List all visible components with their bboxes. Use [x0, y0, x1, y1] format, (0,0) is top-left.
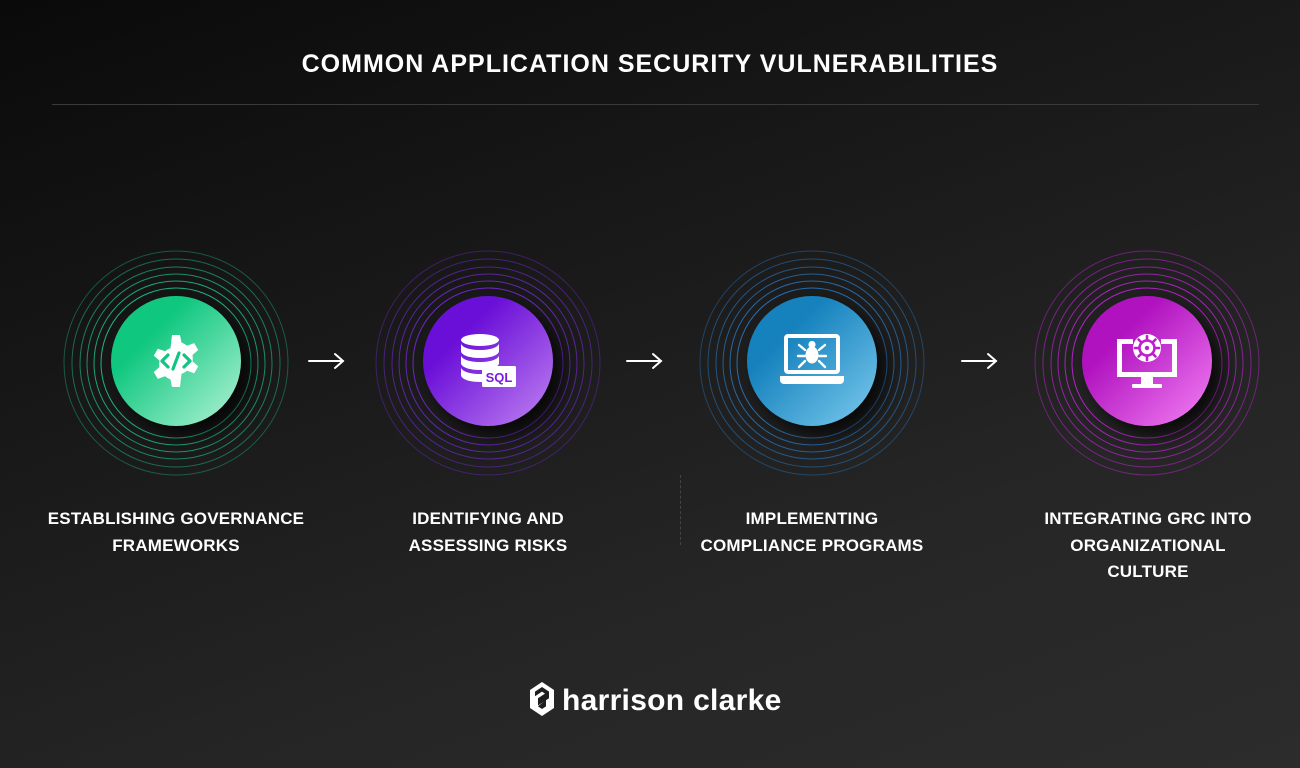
step-compliance — [699, 250, 925, 476]
laptop-bug-icon — [778, 333, 846, 389]
step-governance — [63, 250, 289, 476]
harrison-clarke-logo-icon — [530, 681, 554, 721]
rings-decoration — [699, 250, 925, 476]
rings-decoration — [1034, 250, 1260, 476]
logo-wordmark: harrison clarke — [562, 684, 782, 717]
arrow-right-icon — [961, 353, 998, 369]
rings-decoration — [63, 250, 289, 476]
step-core — [747, 296, 877, 426]
step-label-culture: INTEGRATING GRC INTO ORGANIZATIONAL CULT… — [1044, 509, 1252, 581]
rings-decoration — [375, 250, 601, 476]
monitor-gear-icon — [1114, 331, 1180, 391]
step-core: SQL — [423, 296, 553, 426]
step-culture — [1034, 250, 1260, 476]
sql-database-icon: SQL — [458, 331, 518, 391]
step-label-governance: ESTABLISHING GOVERNANCE FRAMEWORKS — [47, 509, 305, 555]
arrow-right-icon — [626, 353, 663, 369]
arrow-right-icon — [308, 353, 345, 369]
svg-text:SQL: SQL — [486, 370, 513, 385]
step-risks: SQL — [375, 250, 601, 476]
step-label-risks: IDENTIFYING AND ASSESSING RISKS — [408, 509, 568, 555]
code-gear-icon — [147, 332, 205, 390]
step-core — [1082, 296, 1212, 426]
step-core — [111, 296, 241, 426]
title-divider — [52, 104, 1259, 105]
page-title: COMMON APPLICATION SECURITY VULNERABILIT… — [301, 50, 999, 78]
brand-logo: harrison clarke — [530, 681, 782, 721]
dashed-divider — [680, 475, 681, 545]
step-label-compliance: IMPLEMENTING COMPLIANCE PROGRAMS — [700, 509, 924, 555]
